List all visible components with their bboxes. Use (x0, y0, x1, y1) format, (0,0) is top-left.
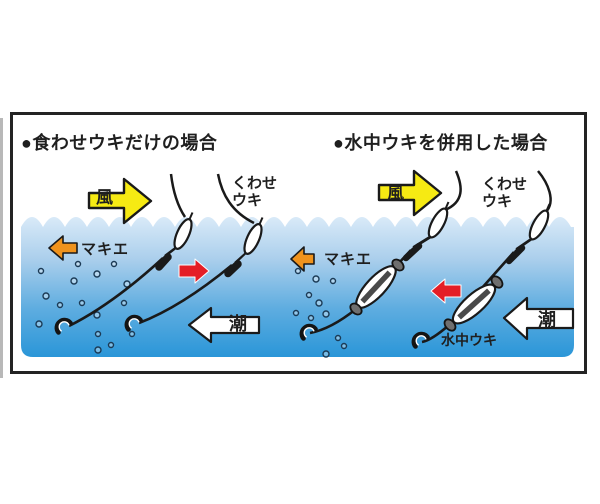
tide-arrow-icon (502, 296, 575, 341)
kuwase-float-icon (427, 207, 449, 239)
drift-arrow-icon (178, 258, 210, 284)
diagram-box: ●食わせウキだけの場合 ●水中ウキを併用した場合 風 風 くわせ ウキ くわせ … (10, 112, 587, 374)
kuwase-line1: くわせ (482, 176, 528, 193)
kuwase-line2: ウキ (232, 192, 263, 209)
tide-label-right: 潮 (538, 310, 556, 330)
water-surface (21, 217, 574, 357)
kuwase-line1: くわせ (232, 175, 278, 192)
makie-label-right: マキエ (324, 251, 373, 268)
makie-label-left: マキエ (81, 241, 130, 258)
kuwase-float-icon (243, 223, 263, 255)
left-rig-1 (57, 173, 194, 333)
wind-label-right: 風 (387, 184, 404, 203)
bubble-field (35, 260, 348, 358)
makie-arrow-icon (48, 235, 78, 261)
right-rig-1 (302, 170, 462, 339)
suichuu-uki-label: 水中ウキ (441, 332, 497, 348)
drift-arrow-icon (430, 278, 462, 304)
wind-label-left: 風 (96, 188, 113, 207)
right-panel-title: ●水中ウキを併用した場合 (333, 133, 548, 153)
page-edge-artifact (0, 118, 3, 378)
wind-arrow-icon (377, 169, 443, 217)
tide-label-left: 潮 (229, 314, 247, 334)
left-rig-2 (127, 173, 264, 330)
wind-arrow-icon (87, 177, 153, 225)
makie-arrow-icon (290, 246, 315, 272)
kuwase-uki-label-right: くわせ ウキ (482, 176, 527, 210)
kuwase-uki-label-left: くわせ ウキ (232, 175, 277, 209)
diagram-svg (21, 169, 575, 358)
kuwase-line2: ウキ (482, 193, 513, 210)
kuwase-float-icon (528, 209, 550, 241)
tide-arrow-icon (187, 306, 261, 344)
kuwase-float-icon (173, 218, 193, 250)
left-panel-title: ●食わせウキだけの場合 (21, 133, 218, 153)
right-rig-2 (414, 170, 552, 347)
